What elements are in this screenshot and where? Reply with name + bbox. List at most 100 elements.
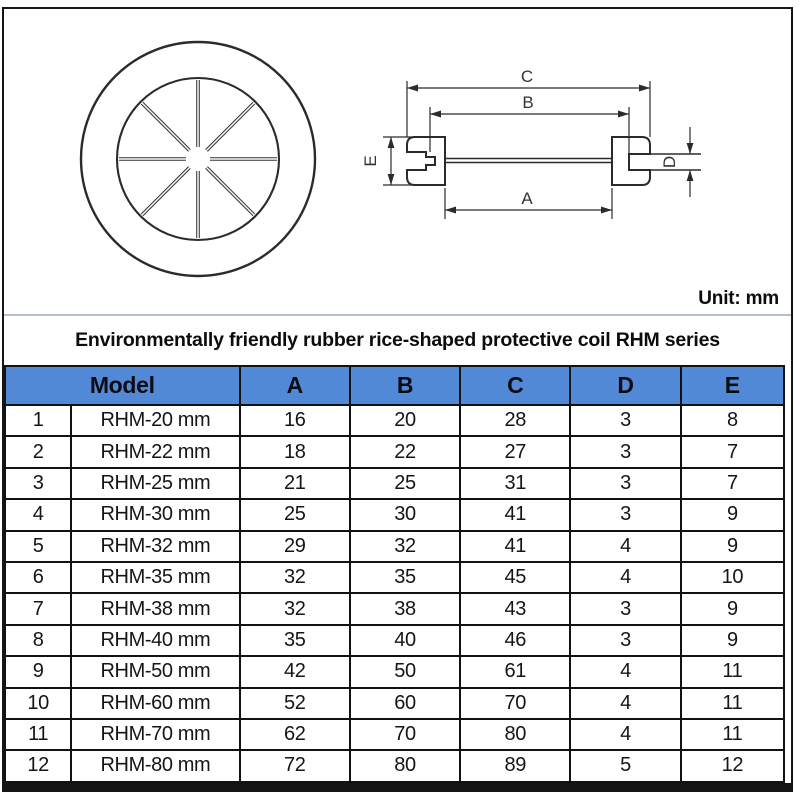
row-number-cell: 3 xyxy=(3,466,73,501)
header-col-b: B xyxy=(348,365,462,406)
dim-a-cell: 72 xyxy=(238,749,351,783)
table-header-row: Model A B C D E xyxy=(4,365,786,406)
model-cell: RHM-25 mm xyxy=(70,466,241,501)
dim-e-cell: 8 xyxy=(679,403,786,438)
dim-c-cell: 80 xyxy=(459,717,572,752)
table-row: 3 RHM-25 mm 21 25 31 3 7 xyxy=(3,466,786,501)
model-cell: RHM-30 mm xyxy=(70,498,241,532)
panel-lines xyxy=(650,153,701,171)
dim-c-cell: 61 xyxy=(459,655,572,689)
dim-b-cell: 50 xyxy=(348,655,462,689)
dim-d-cell: 5 xyxy=(569,749,682,783)
dim-a-cell: 35 xyxy=(238,623,351,658)
bottom-border-bar xyxy=(4,782,791,792)
table-row: 2 RHM-22 mm 18 22 27 3 7 xyxy=(3,435,786,469)
spokes-highlight xyxy=(119,80,277,238)
table-row: 5 RHM-32 mm 29 32 41 4 9 xyxy=(3,529,786,563)
dim-b-cell: 60 xyxy=(348,686,462,720)
table-row: 8 RHM-40 mm 35 40 46 3 9 xyxy=(3,623,786,658)
row-number-cell: 6 xyxy=(3,560,73,595)
row-number-cell: 9 xyxy=(3,655,73,689)
dim-c-cell: 41 xyxy=(459,529,572,563)
diagram-area: C B A E D Unit: mm xyxy=(4,9,791,316)
row-number-cell: 8 xyxy=(3,623,73,658)
header-col-d: D xyxy=(569,365,682,406)
table-row: 12 RHM-80 mm 72 80 89 5 12 xyxy=(3,749,786,783)
table-row: 6 RHM-35 mm 32 35 45 4 10 xyxy=(3,560,786,595)
dim-d-cell: 4 xyxy=(569,560,682,595)
table-row: 11 RHM-70 mm 62 70 80 4 11 xyxy=(3,717,786,752)
dim-c-cell: 46 xyxy=(459,623,572,658)
model-cell: RHM-40 mm xyxy=(70,623,241,658)
header-col-a: A xyxy=(238,365,351,406)
dim-c-cell: 41 xyxy=(459,498,572,532)
dim-label-e: E xyxy=(361,155,380,166)
title-bar: Environmentally friendly rubber rice-sha… xyxy=(4,316,791,365)
dim-b-cell: 22 xyxy=(348,435,462,469)
dim-b-cell: 32 xyxy=(348,529,462,563)
dim-a-cell: 25 xyxy=(238,498,351,532)
dim-c-cell: 43 xyxy=(459,592,572,626)
table-row: 10 RHM-60 mm 52 60 70 4 11 xyxy=(3,686,786,720)
dim-c-cell: 28 xyxy=(459,403,572,438)
sheet-frame: C B A E D Unit: mm Environmentally frien… xyxy=(2,7,793,792)
row-number-cell: 7 xyxy=(3,592,73,626)
table-row: 4 RHM-30 mm 25 30 41 3 9 xyxy=(3,498,786,532)
dim-label-a: A xyxy=(521,189,533,208)
front-view-diagram xyxy=(79,40,317,278)
dim-a-cell: 16 xyxy=(238,403,351,438)
dim-label-d: D xyxy=(660,156,679,168)
dim-e-cell: 11 xyxy=(679,686,786,720)
dim-a xyxy=(444,188,613,219)
model-cell: RHM-32 mm xyxy=(70,529,241,563)
dim-b-cell: 38 xyxy=(348,592,462,626)
header-col-c: C xyxy=(459,365,572,406)
dim-c xyxy=(406,81,651,137)
dim-e-cell: 9 xyxy=(679,529,786,563)
page-title: Environmentally friendly rubber rice-sha… xyxy=(75,329,720,351)
table-row: 1 RHM-20 mm 16 20 28 3 8 xyxy=(3,403,786,438)
dim-e-cell: 9 xyxy=(679,592,786,626)
dim-e-cell: 9 xyxy=(679,623,786,658)
left-cap-outline xyxy=(406,136,446,186)
dim-a-cell: 32 xyxy=(238,560,351,595)
dim-d-cell: 3 xyxy=(569,592,682,626)
dim-a-cell: 21 xyxy=(238,466,351,501)
dim-d-cell: 3 xyxy=(569,498,682,532)
dim-c-cell: 89 xyxy=(459,749,572,783)
unit-label: Unit: mm xyxy=(698,288,779,309)
dim-d-cell: 3 xyxy=(569,403,682,438)
dim-b-cell: 80 xyxy=(348,749,462,783)
inner-circle-shape xyxy=(115,76,281,242)
dim-a-cell: 18 xyxy=(238,435,351,469)
row-number-cell: 12 xyxy=(3,749,73,783)
cross-section-diagram: C B A E D xyxy=(361,67,701,219)
dim-label-b: B xyxy=(522,93,533,112)
dim-c-cell: 31 xyxy=(459,466,572,501)
dim-d xyxy=(686,127,694,197)
header-col-e: E xyxy=(679,365,786,406)
table-row: 7 RHM-38 mm 32 38 43 3 9 xyxy=(3,592,786,626)
model-cell: RHM-20 mm xyxy=(70,403,241,438)
dim-c-cell: 70 xyxy=(459,686,572,720)
dim-d-cell: 3 xyxy=(569,623,682,658)
dim-b-cell: 25 xyxy=(348,466,462,501)
row-number-cell: 1 xyxy=(3,403,73,438)
dim-c-cell: 45 xyxy=(459,560,572,595)
dim-b-cell: 20 xyxy=(348,403,462,438)
dim-a-cell: 32 xyxy=(238,592,351,626)
dim-d-cell: 3 xyxy=(569,435,682,469)
model-cell: RHM-22 mm xyxy=(70,435,241,469)
dim-a-cell: 29 xyxy=(238,529,351,563)
dim-e xyxy=(383,136,416,186)
dim-d-cell: 4 xyxy=(569,529,682,563)
dim-e-cell: 7 xyxy=(679,466,786,501)
row-number-cell: 11 xyxy=(3,717,73,752)
right-cap-outline xyxy=(611,136,651,186)
dim-b xyxy=(429,107,630,154)
dim-e-cell: 12 xyxy=(679,749,786,783)
model-cell: RHM-60 mm xyxy=(70,686,241,720)
dim-a-cell: 52 xyxy=(238,686,351,720)
membrane-lines xyxy=(445,157,612,164)
dim-e-cell: 11 xyxy=(679,655,786,689)
